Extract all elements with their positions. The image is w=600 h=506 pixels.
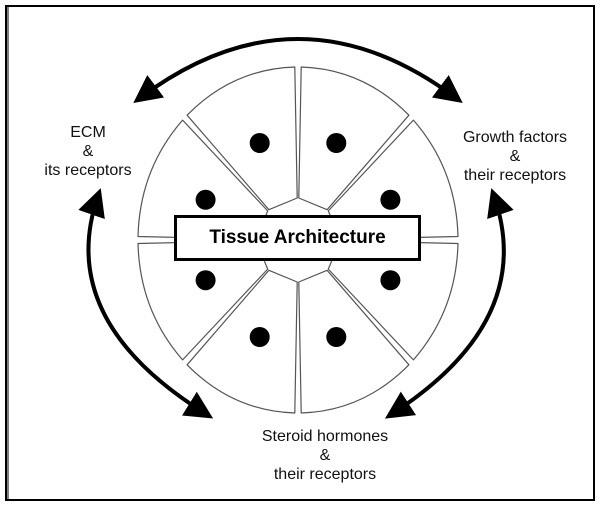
label-steroid-line3: their receptors xyxy=(215,465,435,484)
label-steroid-line2: & xyxy=(215,446,435,465)
nucleus-3 xyxy=(380,270,400,290)
label-gf-line2: & xyxy=(440,147,590,166)
nucleus-1 xyxy=(326,133,346,153)
label-ecm-line1: ECM xyxy=(28,123,148,142)
nucleus-2 xyxy=(380,190,400,210)
label-steroid-hormones: Steroid hormones & their receptors xyxy=(215,427,435,484)
label-gf-line1: Growth factors xyxy=(440,128,590,147)
nucleus-6 xyxy=(196,270,216,290)
label-steroid-line1: Steroid hormones xyxy=(215,427,435,446)
label-ecm-receptors: ECM & its receptors xyxy=(28,123,148,180)
label-ecm-line2: & xyxy=(28,142,148,161)
label-ecm-line3: its receptors xyxy=(28,161,148,180)
nucleus-4 xyxy=(326,327,346,347)
arrow-top xyxy=(140,39,456,98)
tissue-architecture-title: Tissue Architecture xyxy=(209,227,385,249)
nucleus-8 xyxy=(250,133,270,153)
label-gf-line3: their receptors xyxy=(440,166,590,185)
nucleus-5 xyxy=(250,327,270,347)
label-growth-factors: Growth factors & their receptors xyxy=(440,128,590,185)
nucleus-7 xyxy=(196,190,216,210)
tissue-architecture-box: Tissue Architecture xyxy=(174,215,421,261)
